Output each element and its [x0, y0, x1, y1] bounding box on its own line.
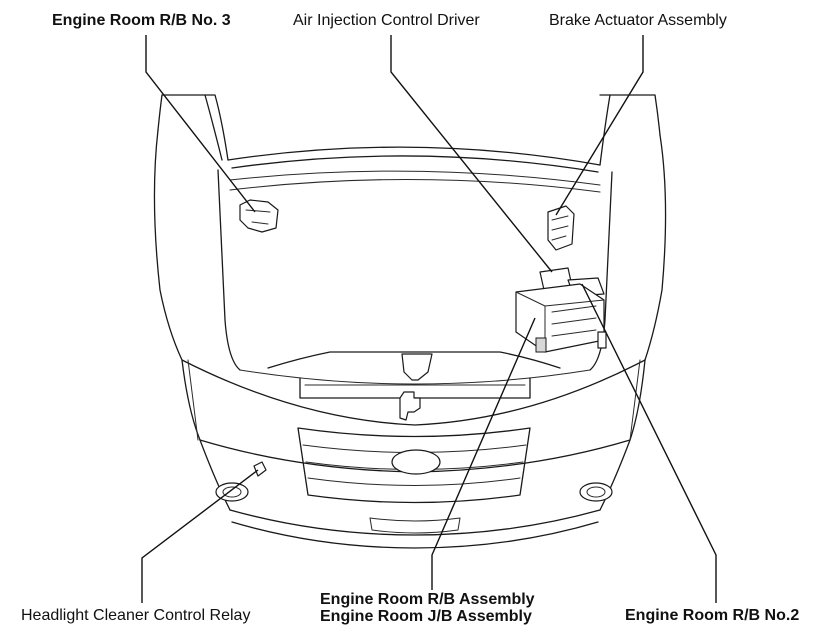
leader-brake-actuator-assembly — [555, 35, 644, 216]
vehicle-body — [153, 129, 667, 549]
label-headlight-cleaner-control-relay: Headlight Cleaner Control Relay — [21, 607, 251, 624]
label-engine-room-rb-no2: Engine Room R/B No.2 — [625, 607, 800, 624]
leader-lines — [141, 35, 717, 603]
engine-bay — [217, 169, 613, 421]
fuse-box-assembly — [515, 267, 607, 353]
headlight-cleaner-relay-part — [253, 461, 267, 477]
front-grille — [297, 427, 531, 504]
label-engine-room-jb-assembly: Engine Room J/B Assembly — [320, 608, 532, 625]
label-engine-room-rb-assembly: Engine Room R/B Assembly — [320, 591, 535, 608]
leader-engine-room-rb-no2 — [581, 283, 717, 603]
label-brake-actuator-assembly: Brake Actuator Assembly — [549, 12, 727, 29]
label-engine-room-assemblies: Engine Room R/B Assembly Engine Room J/B… — [320, 591, 535, 625]
leader-air-injection-control-driver — [390, 35, 553, 273]
brake-actuator-part — [547, 205, 575, 251]
fog-lamps — [215, 482, 613, 534]
hood — [157, 94, 661, 193]
leader-engine-room-rb-jb-assembly — [431, 317, 536, 590]
engine-room-rb-no3-part — [239, 199, 279, 233]
leader-engine-room-rb-no3 — [145, 35, 256, 213]
label-air-injection-control-driver: Air Injection Control Driver — [293, 12, 480, 29]
label-engine-room-rb-no3: Engine Room R/B No. 3 — [52, 12, 231, 29]
leader-headlight-cleaner-control-relay — [141, 469, 259, 603]
